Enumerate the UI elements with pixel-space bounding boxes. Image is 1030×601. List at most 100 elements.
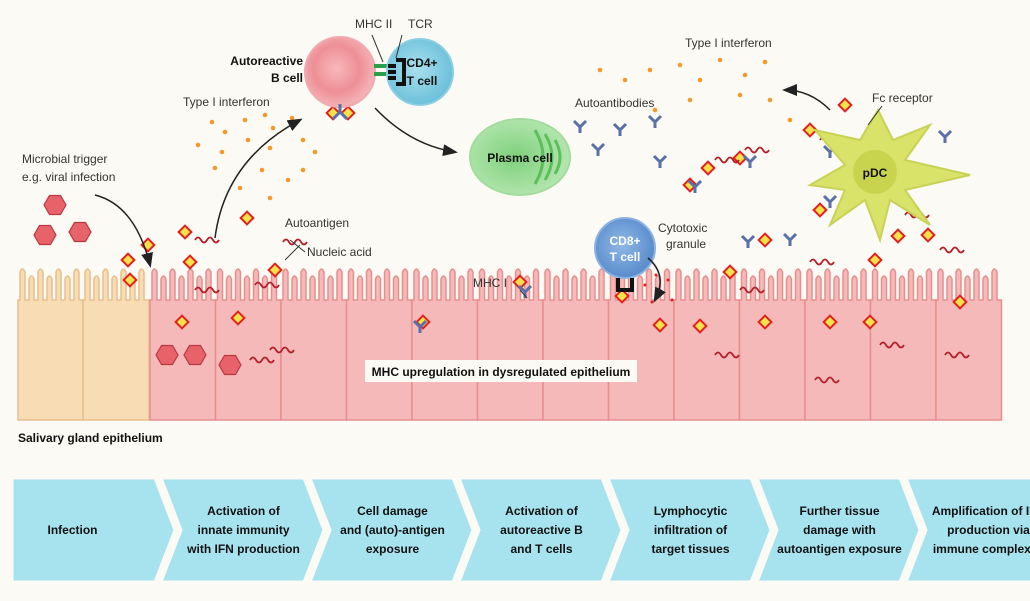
label-cytotoxic: Cytotoxic — [658, 221, 707, 235]
nucleic-acid-icon — [194, 286, 220, 294]
epithelial-cell — [935, 268, 1003, 421]
epithelial-cell — [542, 268, 610, 421]
label-tcr: TCR — [408, 17, 433, 31]
interferon-dot — [652, 107, 658, 113]
virus-icon — [43, 194, 67, 216]
interferon-dot — [622, 77, 628, 83]
mhc-upregulation-box — [365, 360, 637, 382]
label-type1-ifn-left: Type I interferon — [183, 95, 270, 109]
autoantigen-icon — [614, 288, 630, 304]
antibody-icon — [612, 122, 628, 136]
step-chevron: Cell damage and (auto)-antigen exposure — [307, 476, 475, 584]
autoantigen-icon — [182, 254, 198, 270]
autoantigen-icon — [722, 264, 738, 280]
step-label: Amplification of IFN — [932, 504, 1030, 518]
interferon-dot — [312, 149, 318, 155]
plasma-cell — [469, 118, 571, 196]
antibody-icon — [742, 154, 758, 168]
nucleic-acid-icon — [714, 351, 740, 359]
interferon-dot — [259, 167, 265, 173]
autoantigen-icon — [122, 272, 138, 288]
label-plasma-cell: Plasma cell — [487, 151, 552, 165]
interferon-dot — [767, 97, 773, 103]
autoantigen-icon — [174, 314, 190, 330]
step-label: Cell damage — [357, 504, 428, 518]
step-label: damage with — [803, 523, 876, 537]
interferon-dot — [242, 117, 248, 123]
epithelial-cell — [82, 268, 150, 421]
autoantigen-icon — [867, 252, 883, 268]
autoantigen-icon — [757, 314, 773, 330]
antibody-icon — [590, 142, 606, 156]
autoantigen-icon — [802, 122, 818, 138]
step-label: Activation of — [505, 504, 579, 518]
antibody-icon — [412, 319, 428, 333]
step-label: infiltration of — [654, 523, 728, 537]
nucleic-acid-icon — [944, 351, 970, 359]
interferon-dot — [222, 129, 228, 135]
interferon-dot — [742, 72, 748, 78]
epithelial-cell — [476, 268, 544, 421]
epithelial-cell — [411, 268, 479, 421]
autoantigen-icon — [862, 314, 878, 330]
label-type1-ifn-right: Type I interferon — [685, 36, 772, 50]
cd4-t-cell — [386, 38, 454, 106]
epithelial-cell — [345, 268, 413, 421]
label-cd4-t-cell: T cell — [407, 74, 438, 88]
antibody-icon — [572, 119, 588, 133]
autoantigen-icon — [239, 210, 255, 226]
step-label: autoantigen exposure — [777, 542, 902, 556]
antibody-icon — [937, 129, 953, 143]
interferon-dot — [300, 167, 306, 173]
virus-icon — [155, 344, 179, 366]
interferon-dot — [787, 117, 793, 123]
virus-icon — [183, 344, 207, 366]
interferon-dot — [209, 119, 215, 125]
pdc-cell — [806, 107, 971, 244]
step-label: Further tissue — [799, 504, 879, 518]
interferon-dot — [245, 137, 251, 143]
autoantigen-icon — [812, 202, 828, 218]
interferon-dot — [647, 67, 653, 73]
interferon-dot — [267, 145, 273, 151]
autoantigen-icon — [652, 317, 668, 333]
autoantigen-icon — [822, 314, 838, 330]
cd8-t-cell — [594, 217, 656, 292]
cytotoxic-granule — [666, 278, 670, 282]
nucleic-acid-icon — [249, 356, 275, 364]
step-label: with IFN production — [186, 542, 300, 556]
label-mhc2: MHC II — [355, 17, 392, 31]
autoantigen-icon — [120, 252, 136, 268]
antibody-icon — [652, 154, 668, 168]
autoantigen-icon — [692, 318, 708, 334]
virus-icon — [33, 224, 57, 246]
interferon-dot — [212, 165, 218, 171]
epithelial-cell — [280, 268, 348, 421]
step-label: and (auto)-antigen — [340, 523, 445, 537]
nucleic-acid-icon — [939, 246, 965, 254]
antibody-icon — [822, 194, 838, 208]
interferon-dot — [285, 177, 291, 183]
antibody-icon — [647, 114, 663, 128]
label-cd4: CD4+ — [406, 56, 437, 70]
interferon-dot — [597, 67, 603, 73]
label-autoreactive: Autoreactive — [230, 54, 303, 68]
step-label: exposure — [366, 542, 420, 556]
epithelial-cell — [804, 268, 872, 421]
step-label: and T cells — [510, 542, 572, 556]
interferon-dot — [195, 142, 201, 148]
autoantigen-icon — [837, 97, 853, 113]
epithelial-cell — [214, 268, 282, 421]
label-fc-receptor: Fc receptor — [872, 91, 933, 105]
interferon-dot — [219, 149, 225, 155]
autoantigen-icon — [890, 228, 906, 244]
virus-icon — [68, 221, 92, 243]
autoantigen-icon — [920, 227, 936, 243]
interferon-dot — [270, 125, 276, 131]
autoantigen-icon — [512, 274, 528, 290]
interferon-dot — [262, 112, 268, 118]
autoantigen-icon — [732, 150, 748, 166]
label-pdc: pDC — [863, 166, 888, 180]
step-chevron: Infection — [10, 476, 177, 584]
epithelium-layer — [17, 268, 1003, 421]
